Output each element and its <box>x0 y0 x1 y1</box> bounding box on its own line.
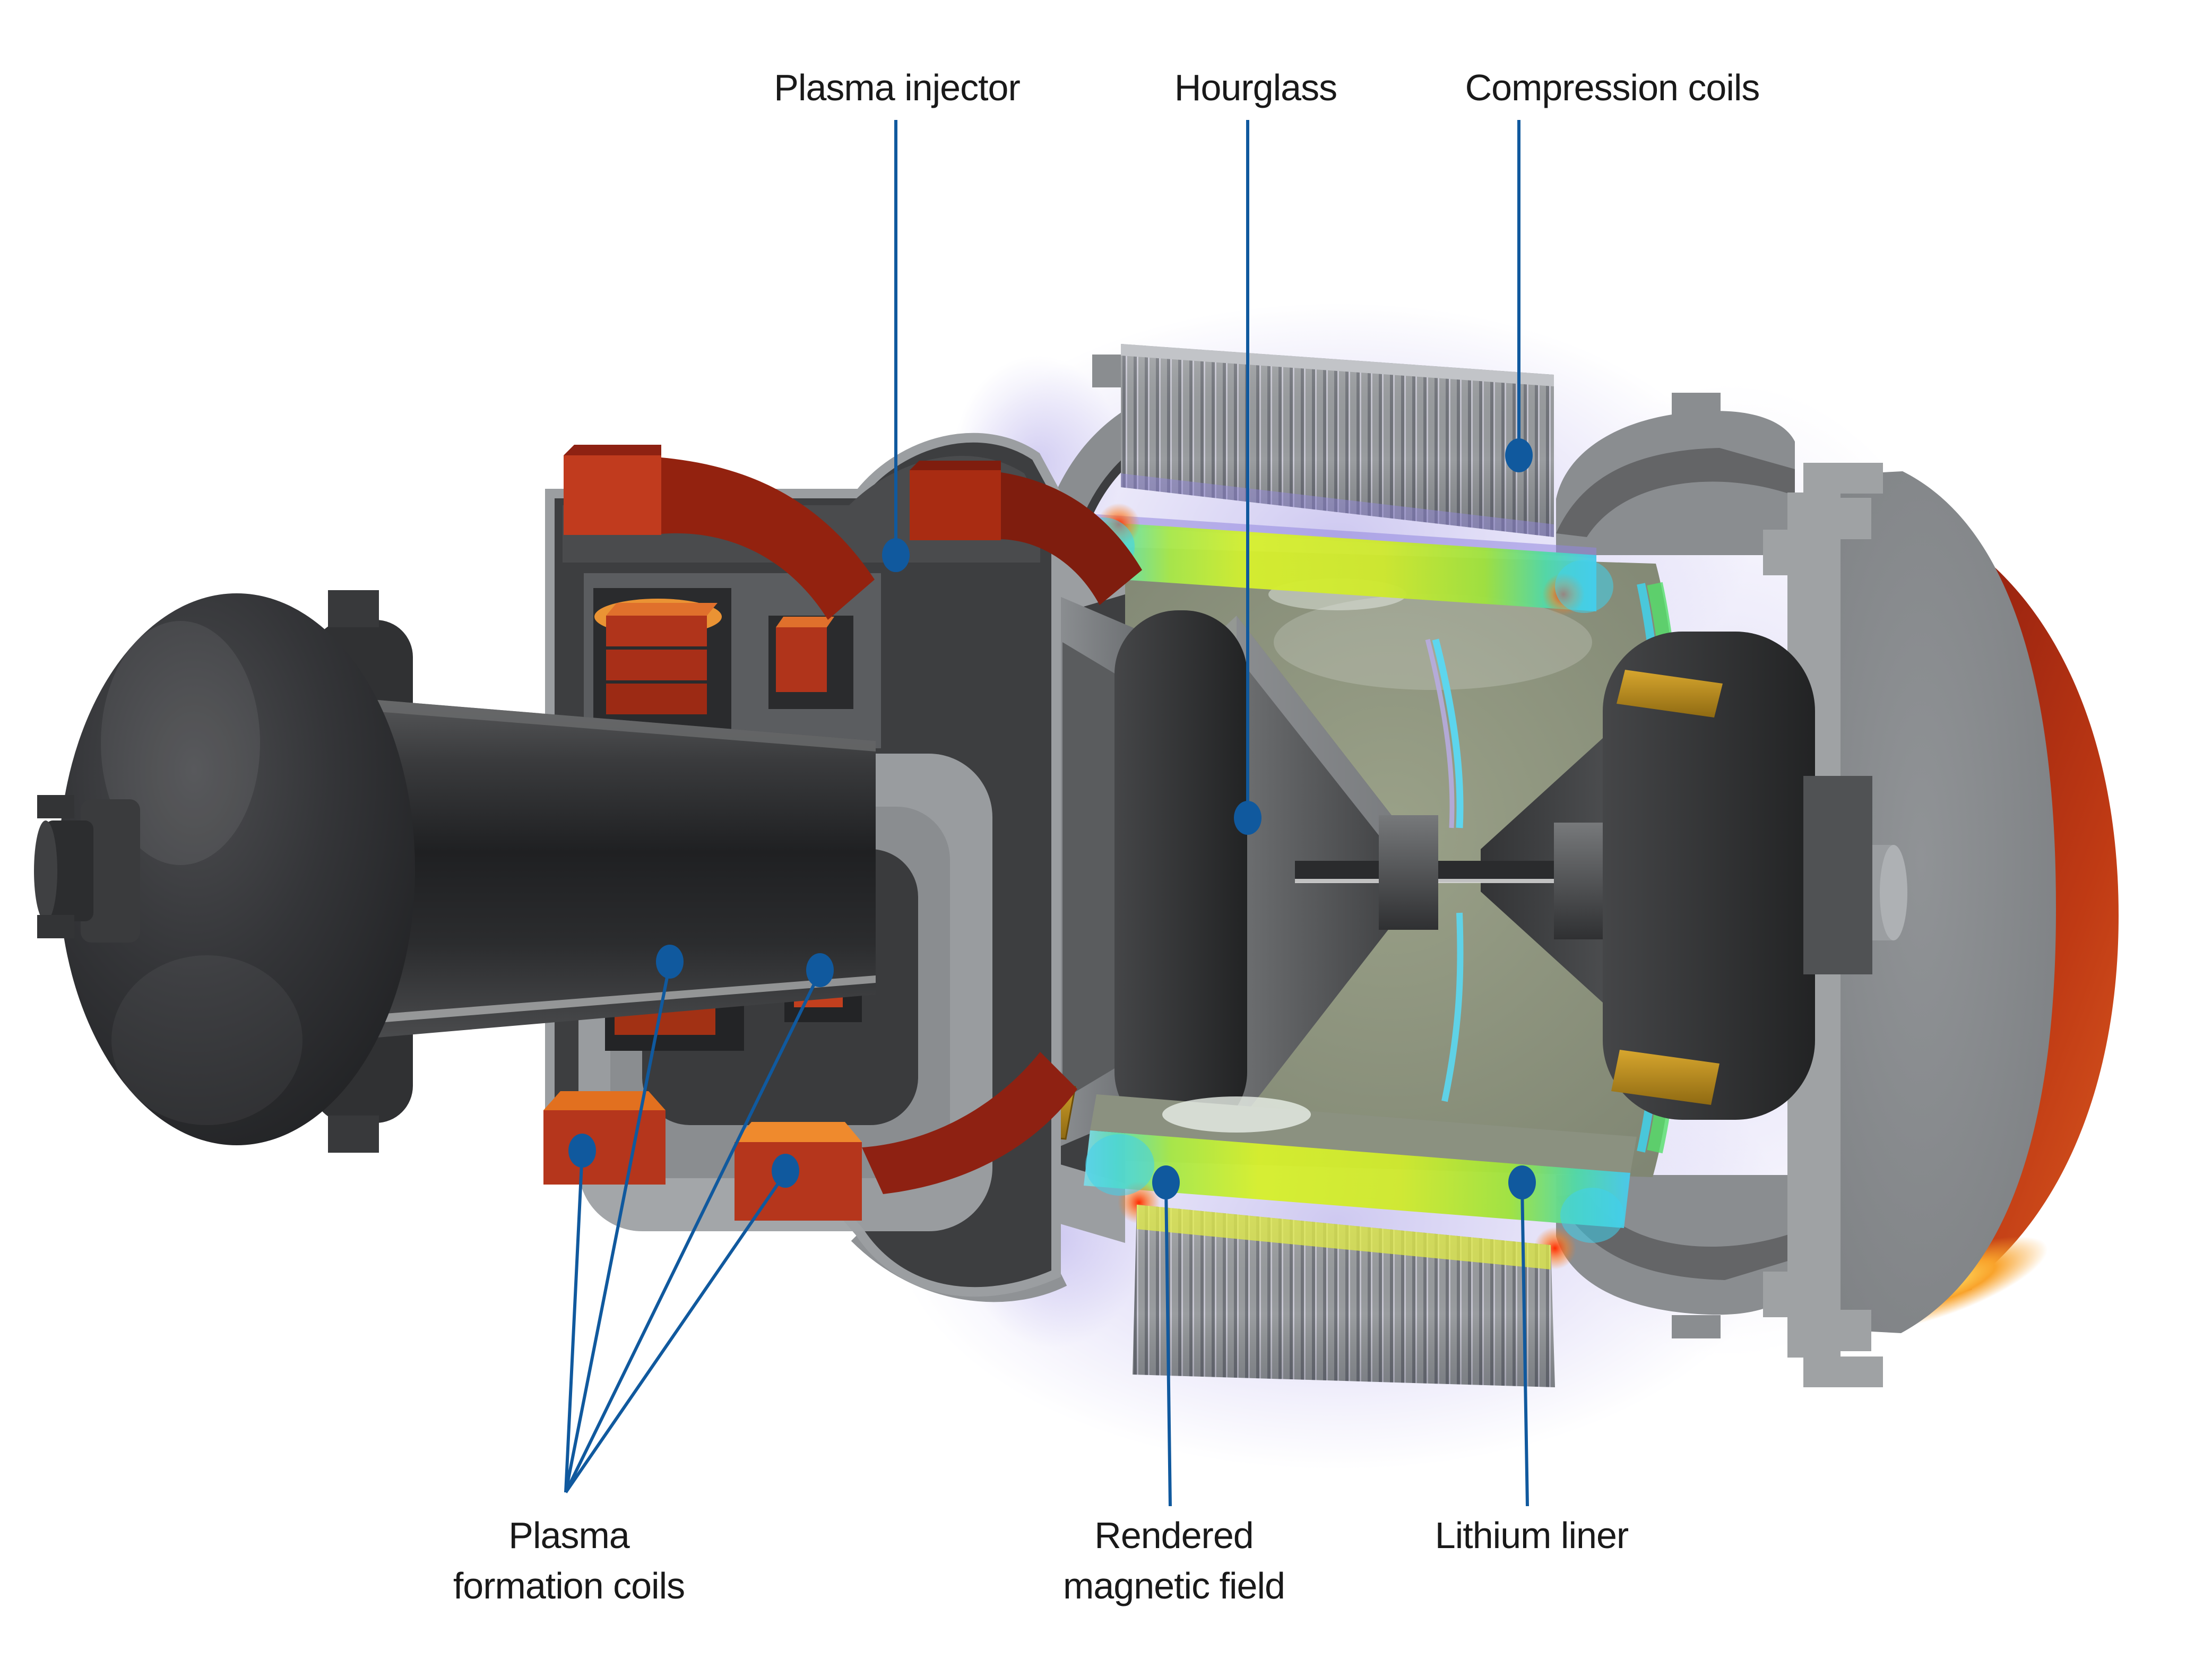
label-compression-coils: Compression coils <box>1465 63 1760 113</box>
right-hub <box>1603 632 1872 1120</box>
label-plasma-formation-coils-line1: Plasma <box>508 1515 629 1556</box>
end-disc <box>1831 471 2056 1333</box>
compression-coil-bottom <box>1133 1205 1555 1387</box>
center-charcoal-disc <box>1114 610 1247 1136</box>
label-hourglass: Hourglass <box>1174 63 1337 113</box>
label-plasma-injector: Plasma injector <box>774 63 1021 113</box>
seal-gold-right-bottom <box>1611 1050 1720 1105</box>
seal-gold-right-top <box>1617 670 1723 718</box>
label-rendered-magnetic-field-line2: magnetic field <box>1063 1565 1285 1606</box>
plasma-formation-coil-upper-stack <box>594 599 834 714</box>
right-end-assembly <box>1556 393 2119 1387</box>
label-plasma-formation-coils: Plasma formation coils <box>453 1510 685 1611</box>
end-ring <box>1835 496 2119 1330</box>
label-rendered-magnetic-field-line1: Rendered <box>1094 1515 1254 1556</box>
gun-dome <box>58 593 415 1145</box>
hourglass-shaft <box>1295 861 1592 882</box>
label-rendered-magnetic-field: Rendered magnetic field <box>1063 1510 1285 1611</box>
label-hourglass-text: Hourglass <box>1174 67 1337 108</box>
gun-nozzle <box>34 795 140 943</box>
magnetic-field-bottom <box>1084 1094 1637 1269</box>
label-plasma-formation-coils-line2: formation coils <box>453 1565 685 1606</box>
label-lithium-liner-text: Lithium liner <box>1435 1515 1629 1556</box>
label-lithium-liner: Lithium liner <box>1435 1510 1629 1561</box>
compression-coil-top <box>1121 344 1554 537</box>
label-compression-coils-text: Compression coils <box>1465 67 1760 108</box>
label-plasma-injector-text: Plasma injector <box>774 67 1021 108</box>
gun-barrel <box>371 699 876 1038</box>
